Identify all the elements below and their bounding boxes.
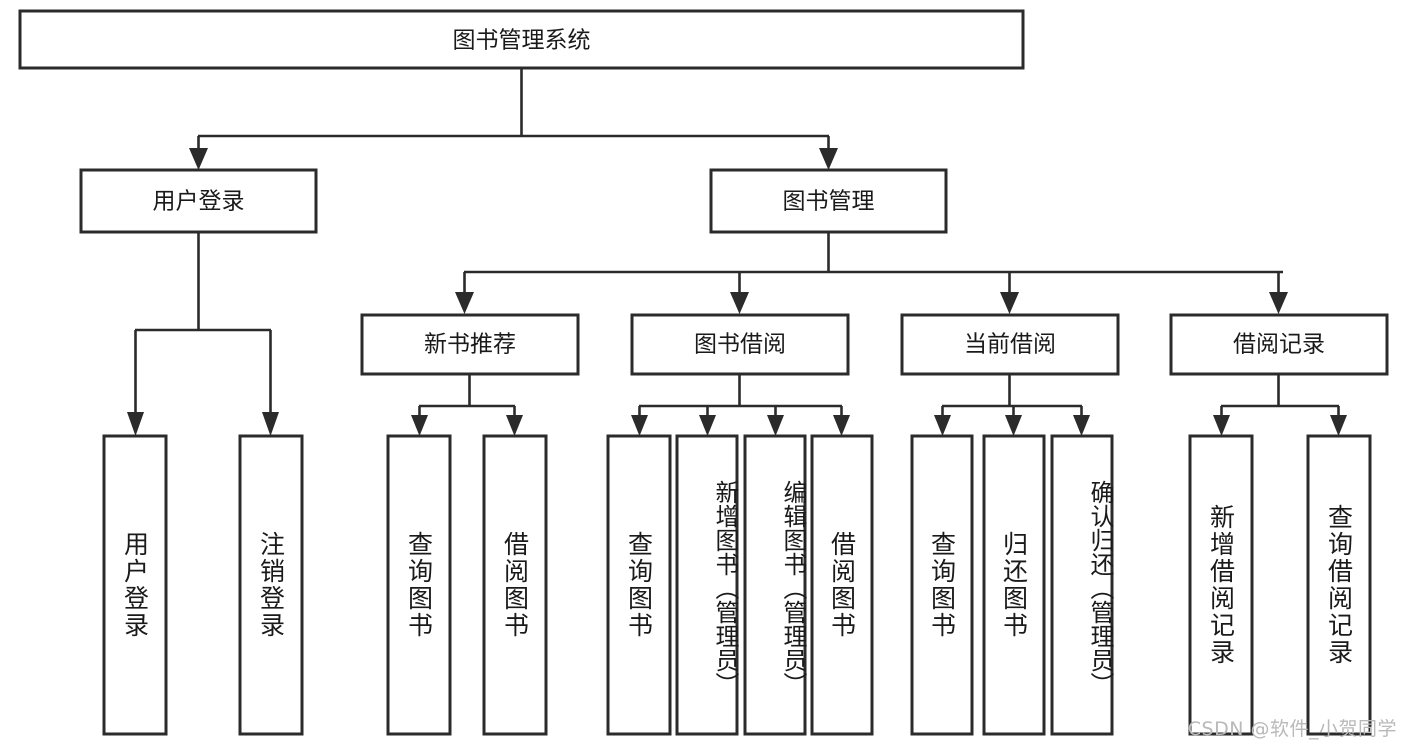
node-leaf-borrow-book-rect[interactable]: [810, 434, 874, 736]
node-book-management-rect[interactable]: [709, 168, 948, 234]
connector-group-book-borrow: [631, 374, 850, 436]
node-new-book-recommend[interactable]: 新书推荐: [360, 313, 580, 376]
node-current-borrow[interactable]: 当前借阅: [900, 313, 1120, 376]
node-borrow-record-label: 借阅记录: [1233, 332, 1325, 358]
node-book-management[interactable]: 图书管理: [709, 168, 948, 234]
arrow-head-book-management: [819, 148, 838, 170]
arrow-head-leaf-edit-book: [767, 415, 784, 436]
arrow-head-book-borrow: [730, 292, 749, 314]
node-user-login-label: 用户登录: [153, 189, 245, 215]
connector-group-root: [189, 68, 838, 170]
watermark-text: CSDN @软件_小贺同学: [1187, 718, 1397, 740]
node-book-management-label: 图书管理: [783, 189, 875, 215]
arrow-head-borrow-record: [1269, 292, 1288, 314]
connector-group-borrow-record: [1213, 374, 1347, 436]
node-leaf-user-login-rect[interactable]: [102, 434, 168, 736]
node-user-login[interactable]: 用户登录: [79, 168, 318, 234]
node-book-borrow[interactable]: 图书借阅: [630, 313, 850, 376]
node-current-borrow-rect[interactable]: [900, 313, 1120, 376]
connector-group-new-book-recommend: [411, 374, 523, 436]
arrow-head-leaf-borrow-book: [833, 415, 850, 436]
node-root-rect[interactable]: [18, 9, 1025, 70]
node-leaf-query-book-cur-rect[interactable]: [910, 434, 974, 736]
leaf-rect-group: [102, 434, 1372, 736]
arrow-head-current-borrow: [1000, 292, 1019, 314]
connector-group-current-borrow: [934, 374, 1090, 436]
arrow-head-leaf-logout: [262, 412, 279, 436]
node-root-label: 图书管理系统: [453, 28, 591, 54]
arrow-head-leaf-query-record: [1330, 415, 1347, 436]
node-leaf-confirm-return-rect[interactable]: [1050, 434, 1114, 736]
node-leaf-query-record-rect[interactable]: [1306, 434, 1372, 736]
arrow-head-leaf-query-book-cur: [934, 415, 951, 436]
node-new-book-recommend-label: 新书推荐: [424, 332, 516, 358]
arrow-head-leaf-add-book: [699, 415, 716, 436]
node-leaf-borrow-book-rec-rect[interactable]: [482, 434, 548, 736]
arrow-head-leaf-borrow-book-rec: [506, 415, 523, 436]
node-new-book-recommend-rect[interactable]: [360, 313, 580, 376]
arrow-head-leaf-confirm-return: [1073, 415, 1090, 436]
node-leaf-return-book-rect[interactable]: [982, 434, 1046, 736]
node-leaf-edit-book-rect[interactable]: [743, 434, 807, 736]
arrow-head-user-login: [189, 148, 208, 170]
node-leaf-query-book-rec-rect[interactable]: [386, 434, 452, 736]
arrow-head-new-book-recommend: [455, 292, 474, 314]
node-leaf-logout-rect[interactable]: [238, 434, 304, 736]
node-user-login-rect[interactable]: [79, 168, 318, 234]
arrow-head-leaf-add-record: [1213, 415, 1230, 436]
arrow-head-leaf-return-book: [1005, 415, 1022, 436]
arrow-head-leaf-query-book-rec: [411, 415, 428, 436]
node-book-borrow-label: 图书借阅: [694, 332, 786, 358]
node-borrow-record-rect[interactable]: [1169, 313, 1389, 376]
arrow-head-leaf-query-book-borrow: [631, 415, 648, 436]
node-leaf-query-book-borrow-rect[interactable]: [606, 434, 672, 736]
arrow-head-leaf-user-login: [127, 412, 144, 436]
connector-group-book-management: [455, 232, 1288, 314]
node-leaf-add-book-rect[interactable]: [675, 434, 739, 736]
node-leaf-add-record-rect[interactable]: [1188, 434, 1254, 736]
connector-group-user-login: [127, 232, 279, 436]
node-current-borrow-label: 当前借阅: [964, 332, 1056, 358]
node-borrow-record[interactable]: 借阅记录: [1169, 313, 1389, 376]
node-book-borrow-rect[interactable]: [630, 313, 850, 376]
node-root[interactable]: 图书管理系统: [18, 9, 1025, 70]
